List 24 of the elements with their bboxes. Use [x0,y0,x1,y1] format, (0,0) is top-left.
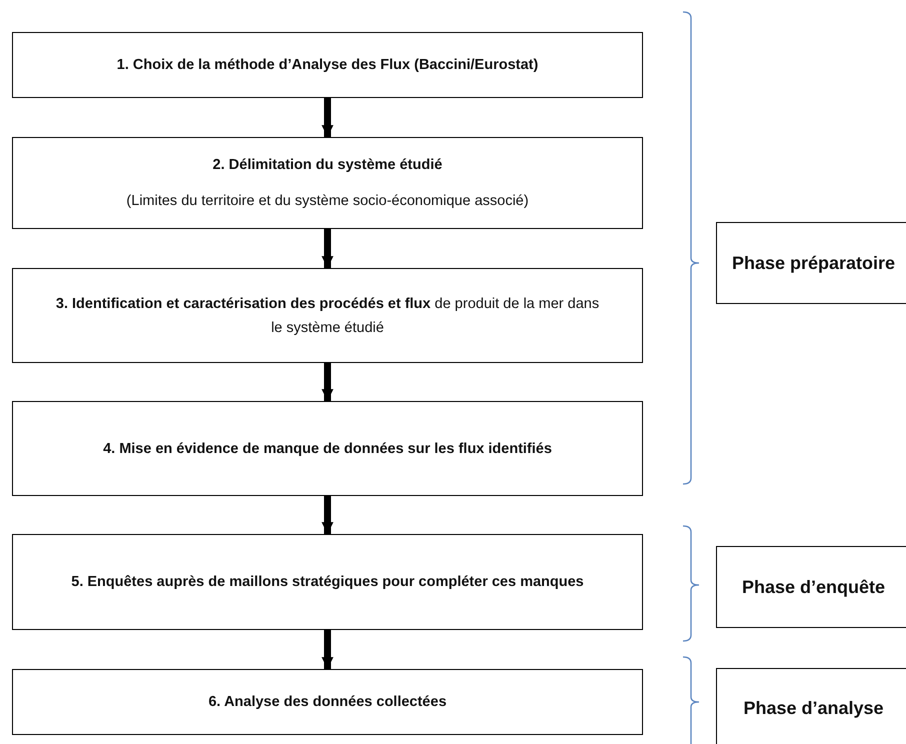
phase-label: Phase d’enquête [742,576,886,599]
step-text: 1. Choix de la méthode d’Analyse des Flux (Baccini/Eurostat) [116,56,538,75]
process-box [12,669,643,735]
step-text: (Limites du territoire et du système socio-économique associé) [126,192,529,211]
process-box [12,268,643,363]
step-text: 4. Mise en évidence de manque de données sur les flux identifiés [103,440,552,458]
phase-box [716,222,906,304]
process-box [12,137,643,229]
arrow [322,98,334,137]
process-box [12,534,643,630]
process-box [12,32,643,98]
phase-box [716,546,906,628]
phase-label: Phase d’analyse [743,697,884,720]
step-text: 3. Identification et caractérisation des procédés et flux de produit de la mer dans le système étudié [54,294,600,338]
arrow [322,229,334,268]
phase-box [716,668,906,744]
arrow [322,363,334,401]
phase-label: Phase préparatoire [732,252,896,275]
step-text: 5. Enquêtes auprès de maillons stratégiques pour compléter ces manques [71,573,584,592]
step-heading: 2. Délimitation du système étudié [212,156,442,175]
step-text: 6. Analyse des données collectées [208,693,447,712]
arrow [322,630,334,669]
arrow [322,496,334,534]
process-box [12,401,643,496]
